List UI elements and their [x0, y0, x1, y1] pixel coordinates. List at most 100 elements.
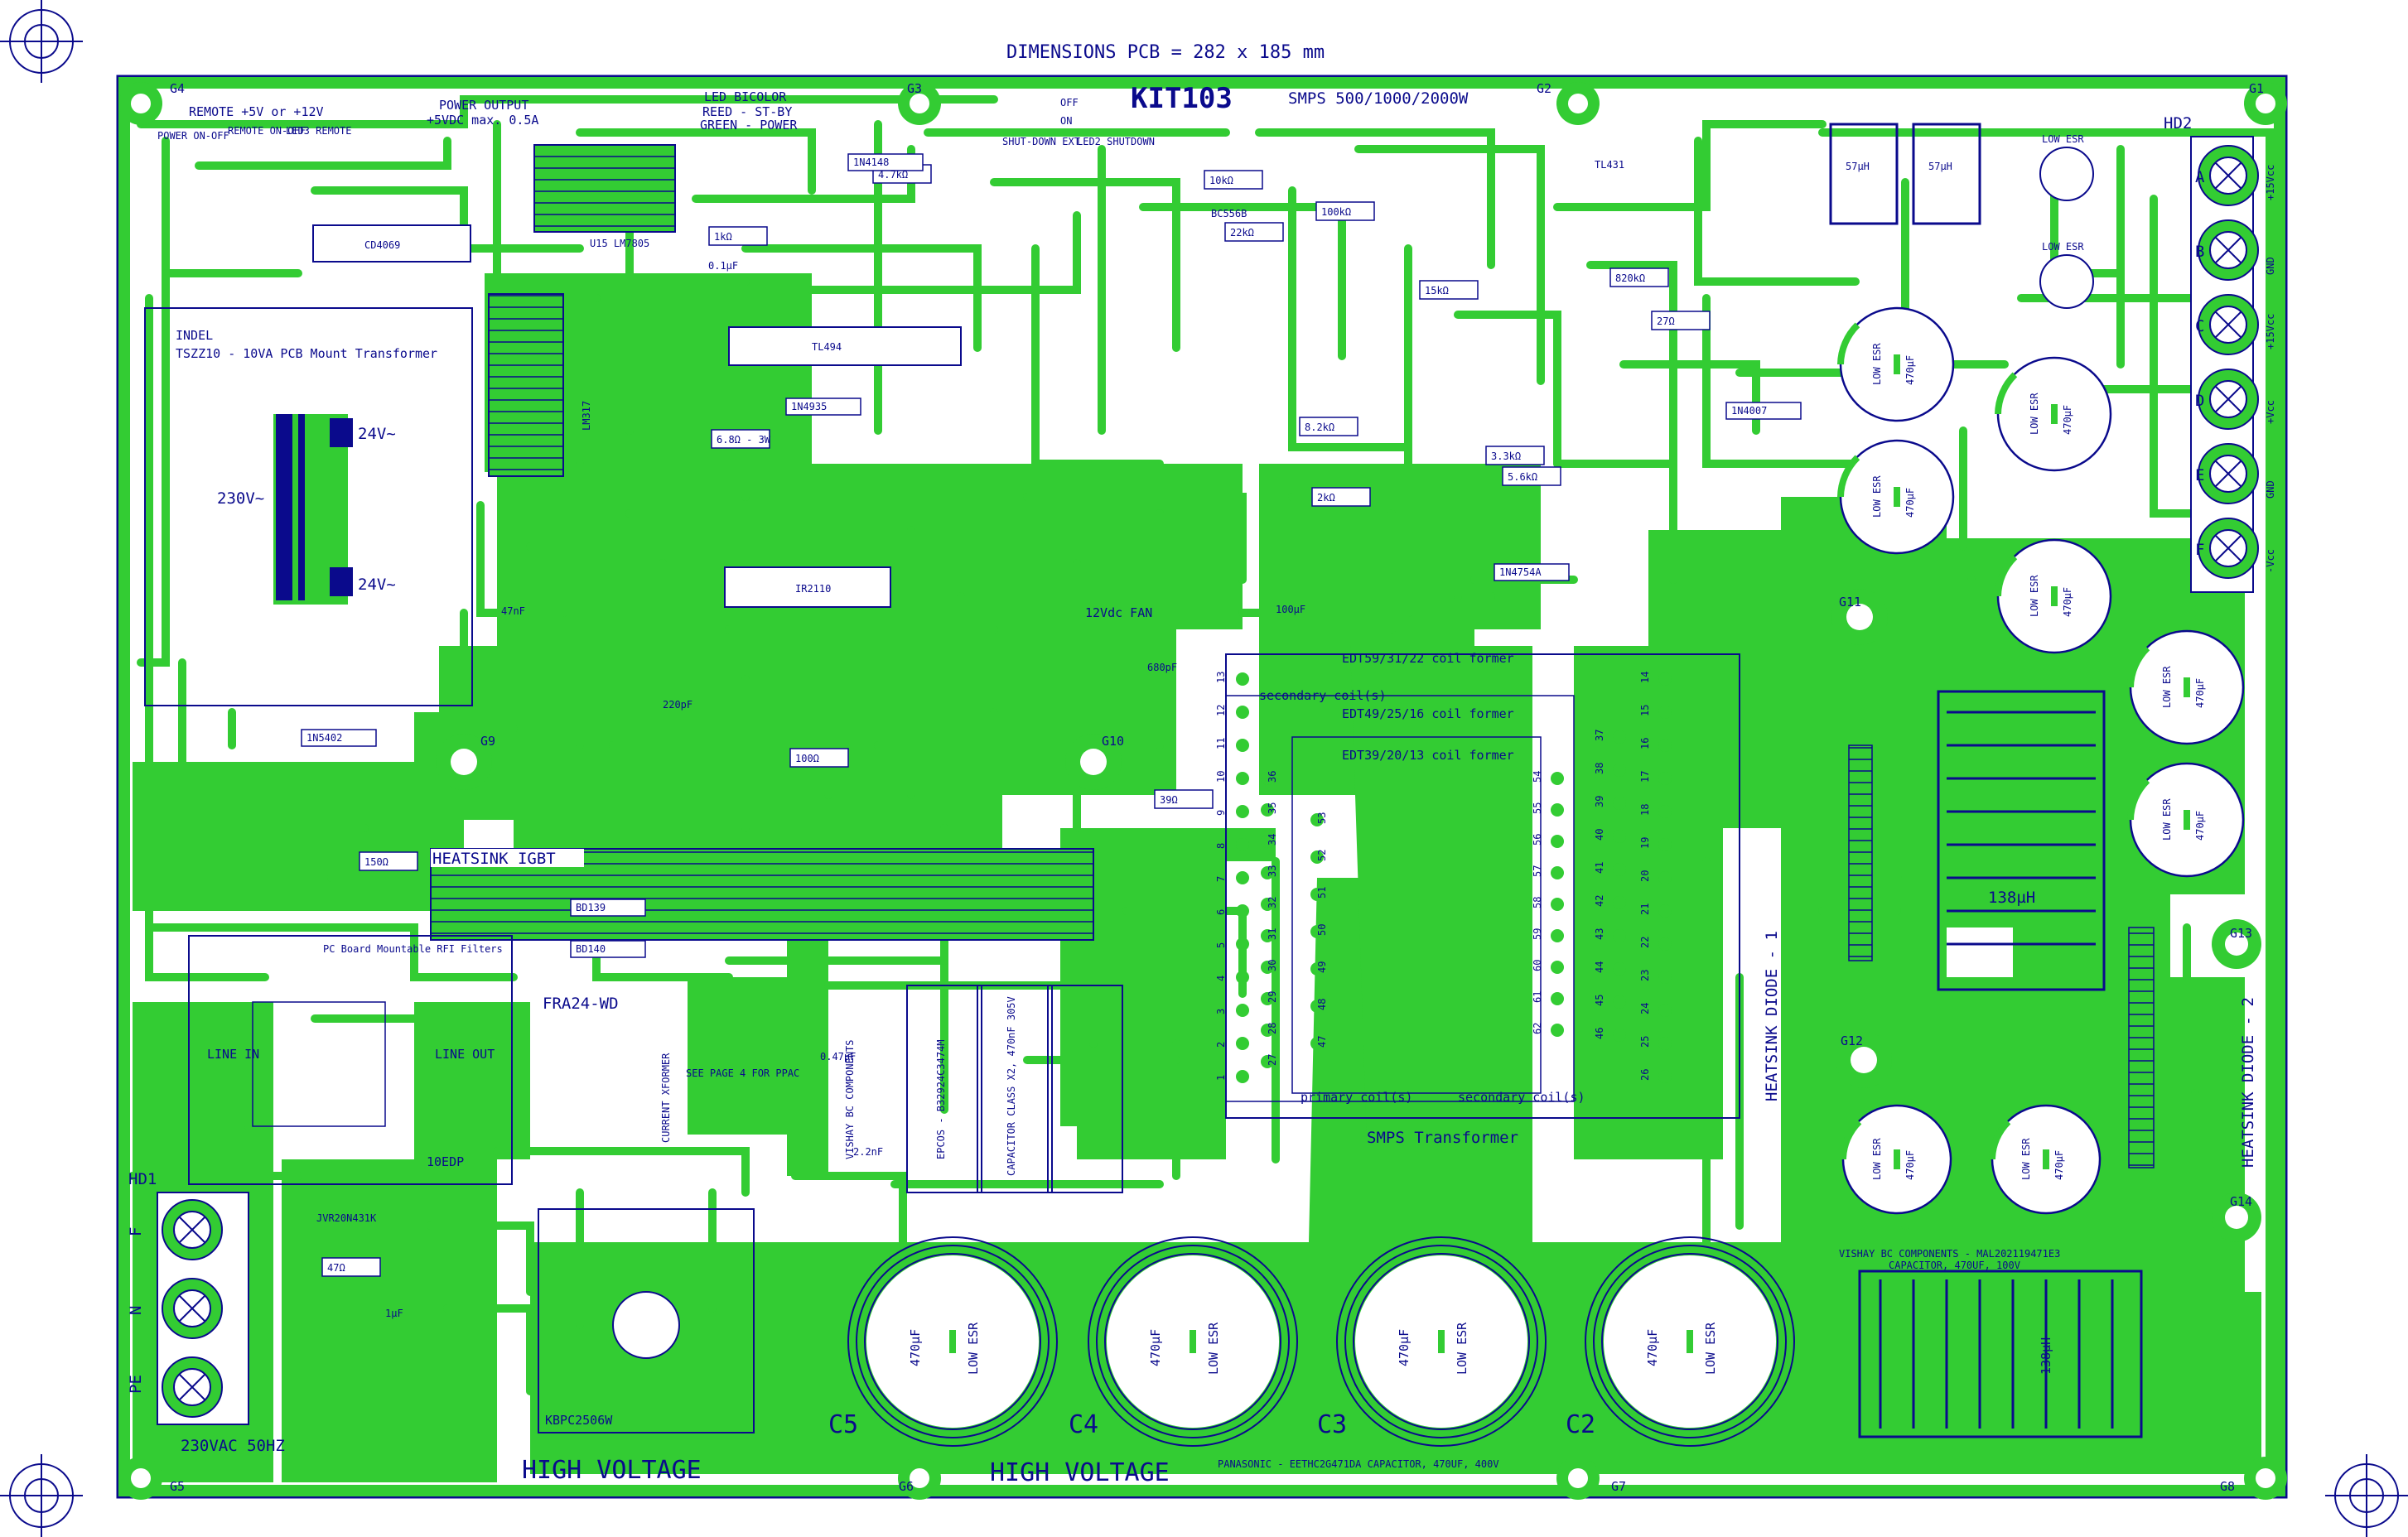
- component-label: 470µF: [2062, 587, 2073, 617]
- component-label: 6.8Ω - 3W: [717, 434, 771, 446]
- component-label: 29: [1267, 991, 1278, 1003]
- component-label: LOW ESR: [1871, 343, 1883, 385]
- component-label: +15Vcc: [2265, 165, 2276, 200]
- vishay-cap-label: VISHAY BC COMPONENTS - MAL202119471E3: [1839, 1248, 2060, 1260]
- off-label: OFF: [1060, 97, 1079, 108]
- component-label: 24: [1639, 1003, 1651, 1014]
- secondary-coils-label: secondary coil(s): [1458, 1090, 1585, 1105]
- component-label: 28: [1267, 1023, 1278, 1034]
- component-label: 150Ω: [364, 856, 388, 868]
- component-label: 42: [1594, 895, 1605, 907]
- ic-ir2110: IR2110: [724, 566, 891, 608]
- component-label: 43: [1594, 928, 1605, 940]
- component-label: F: [2195, 541, 2204, 559]
- component-label: 470µF: [1148, 1329, 1163, 1366]
- component-label: 18: [1639, 804, 1651, 816]
- component-label: -Vcc: [2265, 549, 2276, 573]
- component-label: 45: [1594, 995, 1605, 1006]
- heatsink-diode-1: HEATSINK DIODE - 1: [1763, 744, 1873, 1101]
- component-label: 100Ω: [795, 753, 819, 764]
- dimensions-label: DIMENSIONS PCB = 282 x 185 mm: [1006, 42, 1325, 63]
- secondary-voltage-label: 24V~: [358, 425, 396, 443]
- component-label: 60: [1532, 960, 1543, 971]
- rfi-filters-label: PC Board Mountable RFI Filters: [323, 943, 503, 955]
- component-label: 470µF: [1397, 1329, 1412, 1366]
- fan-label: 12Vdc FAN: [1085, 605, 1152, 620]
- component-label: 32: [1267, 897, 1278, 908]
- coil-former-label: EDT39/20/13 coil former: [1342, 748, 1514, 763]
- component-label: 25: [1639, 1036, 1651, 1048]
- component-label: 31: [1267, 928, 1278, 940]
- ground-label: G10: [1102, 734, 1124, 749]
- component-label: 39: [1594, 796, 1605, 807]
- x2-capacitors: EPCOS - B32924C3474M CAPACITOR CLASS X2,…: [844, 985, 1123, 1193]
- component-label: +15Vcc: [2265, 314, 2276, 349]
- remote-voltage-label: REMOTE +5V or +12V: [189, 104, 324, 119]
- component-label: 470µF: [1904, 1150, 1916, 1180]
- transformer-brand-label: INDEL: [176, 328, 213, 343]
- component-label: 470µF: [2062, 405, 2073, 435]
- ic-label: U15 LM7805: [590, 238, 649, 249]
- epcos-label: EPCOS - B32924C3474M: [935, 1040, 947, 1160]
- panasonic-label: PANASONIC - EETHC2G471DA CAPACITOR, 470U…: [1218, 1458, 1499, 1470]
- component-label: 100kΩ: [1321, 206, 1351, 218]
- component-label: 1N4935: [791, 401, 827, 412]
- component-label: 7: [1215, 876, 1227, 882]
- component-label: F: [127, 1227, 145, 1236]
- component-label: 1: [1215, 1075, 1227, 1081]
- power-on-off-label: POWER ON-OFF: [157, 130, 229, 142]
- hd2-label: HD2: [2164, 114, 2192, 132]
- class-x2-label: CAPACITOR CLASS X2, 470nF 305V: [1006, 996, 1017, 1176]
- component-label: 5: [1215, 942, 1227, 948]
- on-label: ON: [1060, 115, 1072, 127]
- component-label: 58: [1532, 897, 1543, 908]
- ic-label: TL494: [812, 341, 842, 353]
- ground-label: G5: [170, 1479, 185, 1494]
- component-label: 52: [1316, 850, 1328, 861]
- component-label: 470µF: [2194, 811, 2206, 841]
- component-label: 47Ω: [327, 1262, 345, 1274]
- component-label: 9: [1215, 810, 1227, 816]
- component-label: 47nF: [501, 605, 525, 617]
- vishay-cap-spec-label: CAPACITOR, 470UF, 100V: [1889, 1260, 2020, 1271]
- component-label: 50: [1316, 924, 1328, 936]
- component-label: D: [2195, 392, 2204, 410]
- component-label: 36: [1267, 771, 1278, 783]
- edp-label: 10EDP: [427, 1154, 464, 1169]
- primary-voltage-label: 230V~: [217, 489, 264, 508]
- component-label: 17: [1639, 771, 1651, 783]
- component-label: 220pF: [663, 699, 692, 711]
- ground-labels: G1 G2 G3 G4 G5 G6 G7 G8 G9 G10 G11 G12 G…: [170, 81, 2264, 1494]
- ground-label: G12: [1841, 1034, 1863, 1048]
- component-label: 39Ω: [1160, 794, 1178, 806]
- ground-label: G6: [899, 1479, 914, 1494]
- component-label: 0.47µF: [820, 1051, 856, 1062]
- inductor-l5: 57µH: [1912, 123, 1981, 225]
- ground-label: G1: [2249, 81, 2264, 96]
- component-label: 49: [1316, 961, 1328, 973]
- component-label: 53: [1316, 812, 1328, 824]
- inductor-value-label: 57µH: [1928, 161, 1952, 172]
- model-title: SMPS 500/1000/2000W: [1288, 89, 1469, 108]
- diode-labels: 1N41481N49351N54021N4754A1N4007BD140BD13…: [301, 153, 1802, 958]
- high-voltage-label: HIGH VOLTAGE: [990, 1458, 1170, 1487]
- ground-label: G2: [1537, 81, 1551, 96]
- component-label: 8: [1215, 843, 1227, 849]
- component-label: 470µF: [908, 1329, 923, 1366]
- component-label: 22: [1639, 937, 1651, 948]
- component-label: LOW ESR: [1871, 475, 1883, 518]
- component-label: 27: [1267, 1054, 1278, 1066]
- high-voltage-label: HIGH VOLTAGE: [522, 1456, 702, 1485]
- component-label: 13: [1215, 672, 1227, 683]
- led-remote-label: LED3 REMOTE: [286, 125, 351, 137]
- ic-cd4069: CD4069: [312, 224, 471, 263]
- ic-u15: U15 LM7805: [533, 144, 676, 249]
- component-label: C: [2195, 317, 2204, 335]
- ic-label: CD4069: [364, 239, 400, 251]
- output-inductor-l3: 138µH: [1858, 1270, 2143, 1438]
- component-label: 3: [1215, 1009, 1227, 1014]
